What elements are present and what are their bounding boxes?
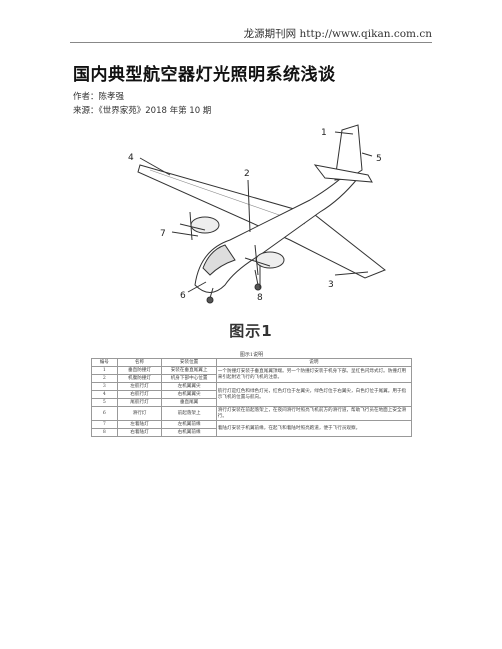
row-no: 8 xyxy=(91,428,118,437)
row-name: 左着陆灯 xyxy=(116,420,163,429)
col-header-no: 编号 xyxy=(91,358,118,367)
row-no: 1 xyxy=(91,366,118,375)
row-no: 2 xyxy=(91,374,118,383)
row-position: 右机翼前缘 xyxy=(161,428,217,437)
aircraft-lighting-diagram: 1 2 3 4 5 6 7 8 xyxy=(128,124,386,304)
article-source: 来源：《世界家苑》2018 年第 10 期 xyxy=(73,106,212,116)
row-no: 4 xyxy=(91,390,118,399)
row-desc: 一个防撞灯安装于垂直尾翼顶端。另一个防撞灯安装于机身下部。呈红色闪烁式灯。防撞灯… xyxy=(215,366,413,383)
callout-1: 1 xyxy=(321,128,327,138)
left-engine xyxy=(190,216,220,234)
callout-7: 7 xyxy=(160,229,166,239)
callout-3: 3 xyxy=(328,280,334,290)
row-desc: 航行灯是红色和绿色灯光，红色灯位于左翼尖，绿色灯位于右翼尖，白色灯位于尾翼。用于… xyxy=(215,382,413,407)
row-position: 垂直尾翼 xyxy=(161,398,217,407)
header-divider xyxy=(70,42,432,43)
table-header-row: 编号 名称 安装位置 说明 xyxy=(91,358,413,367)
table-row: 6 滑行灯 前起落架上 滑行灯安装在前起落架上，在夜间滑行时照亮飞机前方的滑行道… xyxy=(91,406,413,421)
callout-4: 4 xyxy=(128,153,134,163)
row-name: 滑行灯 xyxy=(116,406,163,421)
callout-5: 5 xyxy=(376,154,382,164)
figure-caption: 图示1 xyxy=(229,322,273,340)
row-no: 3 xyxy=(91,382,118,391)
row-desc: 滑行灯安装在前起落架上，在夜间滑行时照亮飞机前方的滑行道，帮助飞行员在地面上安全… xyxy=(215,406,413,421)
callout-6: 6 xyxy=(180,291,186,301)
row-name: 右航行灯 xyxy=(116,390,163,399)
callout-8: 8 xyxy=(257,293,263,303)
table-row: 8 右着陆灯 右机翼前缘 xyxy=(91,428,412,437)
col-header-name: 名称 xyxy=(116,358,163,367)
row-no: 6 xyxy=(91,406,118,421)
table-row: 3 左航行灯 左机翼翼尖 航行灯是红色和绿色灯光，红色灯位于左翼尖，绿色灯位于右… xyxy=(91,382,413,407)
table-row: 1 垂直防撞灯 安装在垂直尾翼上 一个防撞灯安装于垂直尾翼顶端。另一个防撞灯安装… xyxy=(91,366,413,383)
aircraft-horizontal-tail xyxy=(313,164,373,183)
table-caption: 图示1说明 xyxy=(91,351,412,359)
row-name: 尾航行灯 xyxy=(116,398,163,407)
row-position: 前起落架上 xyxy=(161,406,217,421)
callout-2: 2 xyxy=(244,169,250,179)
aircraft-fuselage xyxy=(194,169,359,293)
row-name: 右着陆灯 xyxy=(116,428,163,437)
col-header-desc: 说明 xyxy=(215,358,413,367)
row-name: 垂直防撞灯 xyxy=(116,366,163,375)
article-title: 国内典型航空器灯光照明系统浅谈 xyxy=(73,65,336,85)
row-position: 机身下部中心位置 xyxy=(161,374,217,383)
header-site-url: 龙源期刊网 http://www.qikan.com.cn xyxy=(243,28,432,40)
row-no: 7 xyxy=(91,420,118,429)
row-name: 左航行灯 xyxy=(116,382,163,391)
row-desc: 着陆灯安装于机翼前缘，在起飞和着陆时照亮跑道，便于飞行员观察。 xyxy=(215,420,413,437)
row-position: 左机翼前缘 xyxy=(161,420,217,429)
row-position: 安装在垂直尾翼上 xyxy=(161,366,217,375)
row-position: 左机翼翼尖 xyxy=(161,382,217,391)
lighting-table: 图示1说明 编号 名称 安装位置 说明 1 垂直防撞灯 安装在垂直尾翼上 一个防… xyxy=(91,351,413,437)
row-name: 机腹防撞灯 xyxy=(116,374,163,383)
row-position: 右机翼翼尖 xyxy=(161,390,217,399)
row-no: 5 xyxy=(91,398,118,407)
col-header-position: 安装位置 xyxy=(161,358,217,367)
article-author: 作者：陈孝强 xyxy=(73,92,125,102)
table-row: 7 左着陆灯 左机翼前缘 着陆灯安装于机翼前缘，在起飞和着陆时照亮跑道，便于飞行… xyxy=(91,420,413,437)
